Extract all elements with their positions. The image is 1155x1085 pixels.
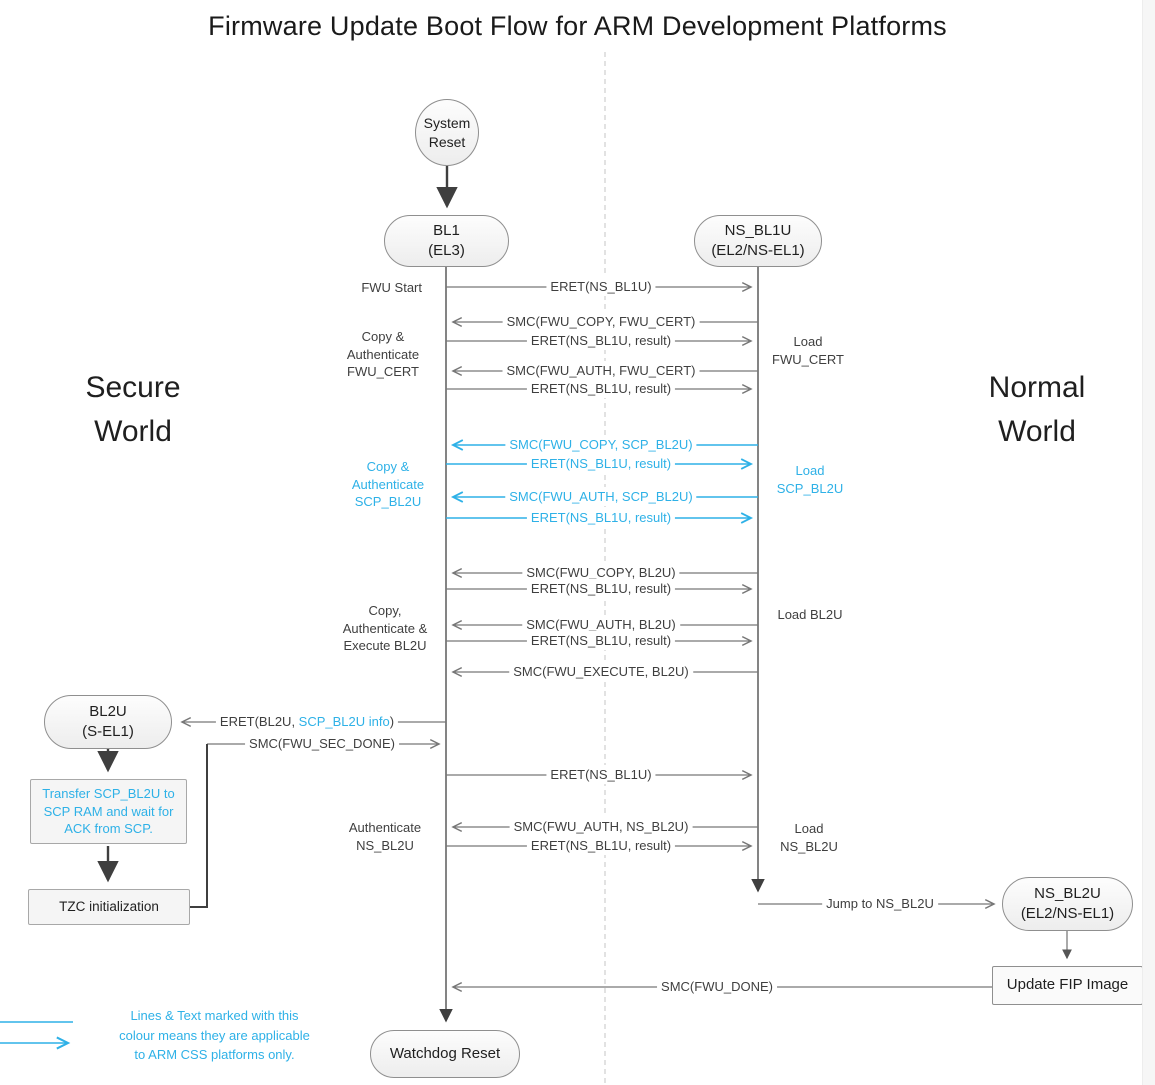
message-smc-fwu-execute-bl2u: SMC(FWU_EXECUTE, BL2U) [509,662,693,681]
normal-world-label: Normal World [988,371,1086,448]
message-smc-fwu-copy-scp-bl2u: SMC(FWU_COPY, SCP_BL2U) [505,435,697,454]
message-smc-fwu-auth-ns-bl2u: SMC(FWU_AUTH, NS_BL2U) [509,817,693,836]
label-copy-authenticate-fwu-cert: Copy & Authenticate FWU_CERT [346,329,420,380]
message-smc-fwu-auth-scp-bl2u: SMC(FWU_AUTH, SCP_BL2U) [505,487,697,506]
eret-bl2u-cyan-part: SCP_BL2U info [298,714,390,729]
message-jump-to-ns-bl2u: Jump to NS_BL2U [822,894,938,913]
label-authenticate-ns-bl2u: Authenticate NS_BL2U [348,820,422,853]
node-watchdog-reset: Watchdog Reset [370,1030,520,1078]
message-smc-fwu-auth-bl2u: SMC(FWU_AUTH, BL2U) [522,615,680,634]
label-load-scp-bl2u: Load SCP_BL2U [776,463,844,496]
message-eret-result: ERET(NS_BL1U, result) [526,379,676,398]
message-eret-result: ERET(NS_BL1U, result) [526,579,676,598]
legend-note: Lines & Text marked with this colour mea… [119,1008,310,1062]
message-eret-ns-bl1u: ERET(NS_BL1U) [546,277,656,296]
label-fwu-start: FWU Start [361,280,422,295]
message-smc-fwu-auth-fwu-cert: SMC(FWU_AUTH, FWU_CERT) [502,361,700,380]
message-smc-fwu-copy-bl2u: SMC(FWU_COPY, BL2U) [522,563,680,582]
node-ns-bl2u: NS_BL2U (EL2/NS-EL1) [1002,877,1133,931]
node-update-fip-image: Update FIP Image [992,966,1143,1005]
label-load-bl2u: Load BL2U [777,607,843,622]
node-tzc-initialization: TZC initialization [28,889,190,925]
label-load-ns-bl2u: Load NS_BL2U [780,821,838,854]
eret-bl2u-suffix: ) [389,714,395,729]
label-copy-authenticate-scp-bl2u: Copy & Authenticate SCP_BL2U [351,459,425,510]
node-bl1: BL1 (EL3) [384,215,509,267]
node-transfer-scp-bl2u: Transfer SCP_BL2U to SCP RAM and wait fo… [30,779,187,844]
message-smc-fwu-copy-fwu-cert: SMC(FWU_COPY, FWU_CERT) [502,312,700,331]
message-smc-fwu-sec-done: SMC(FWU_SEC_DONE) [245,734,399,753]
secure-world-label: Secure World [85,371,181,448]
message-eret-bl2u-scp-info: ERET(BL2U, SCP_BL2U info) [215,712,399,731]
message-eret-result: ERET(NS_BL1U, result) [526,836,676,855]
label-load-fwu-cert: Load FWU_CERT [772,334,844,367]
message-eret-result: ERET(NS_BL1U, result) [526,508,676,527]
message-smc-fwu-done: SMC(FWU_DONE) [657,977,777,996]
message-eret-result: ERET(NS_BL1U, result) [526,331,676,350]
message-eret-result: ERET(NS_BL1U, result) [526,631,676,650]
label-copy-authenticate-execute-bl2u: Copy, Authenticate & Execute BL2U [342,603,428,654]
node-ns-bl1u: NS_BL1U (EL2/NS-EL1) [694,215,822,267]
message-eret-result: ERET(NS_BL1U, result) [526,454,676,473]
node-bl2u: BL2U (S-EL1) [44,695,172,749]
eret-bl2u-prefix: ERET(BL2U, [219,714,299,729]
right-edge-band [1142,0,1155,1085]
message-eret-ns-bl1u: ERET(NS_BL1U) [546,765,656,784]
node-system-reset: System Reset [415,99,479,166]
page-title: Firmware Update Boot Flow for ARM Develo… [208,11,947,41]
